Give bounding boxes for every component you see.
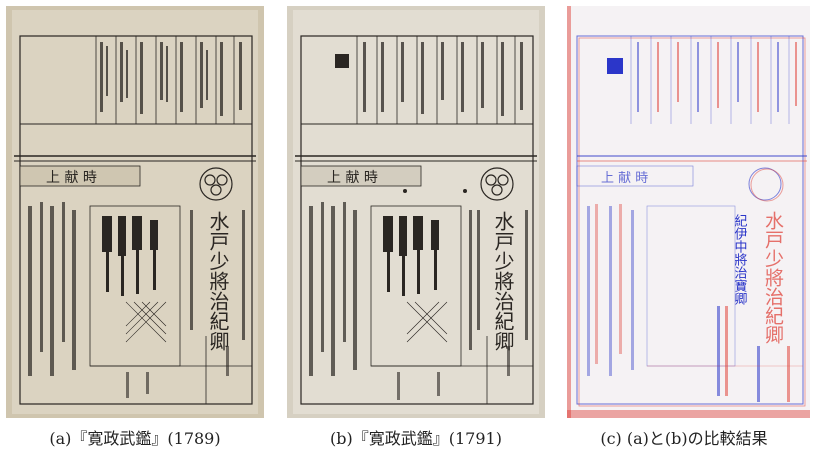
panel-b-page-scan: 上 献 時 <box>287 6 545 418</box>
page-a-illustration: 上 献 時 <box>6 6 264 418</box>
black-box-mark <box>335 54 349 68</box>
header-text: 上 献 時 <box>327 170 378 186</box>
main-title: 水戸少將治紀卿 <box>491 211 515 351</box>
caption-a: (a)『寛政武鑑』(1789) <box>49 429 221 448</box>
caption-c: (c) (a)と(b)の比較結果 <box>600 429 768 448</box>
page-c-illustration: 上 献 時 紀伊中將治寶卿 水戸少將治紀卿 <box>567 6 810 418</box>
crest-emblem <box>199 167 233 201</box>
diff-box-mark <box>607 58 623 74</box>
panel-c-diff-overlay: 上 献 時 紀伊中將治寶卿 水戸少將治紀卿 <box>567 6 810 418</box>
panel-a-page-scan: 上 献 時 <box>6 6 264 418</box>
caption-b: (b)『寛政武鑑』(1791) <box>330 429 502 448</box>
header-text: 上 献 時 <box>601 171 648 186</box>
main-title: 水戸少將治紀卿 <box>206 211 230 351</box>
page-b-illustration: 上 献 時 <box>287 6 545 418</box>
crest-emblem <box>480 167 514 201</box>
diff-stamp-text: 紀伊中將治寶卿 <box>732 214 748 306</box>
main-title: 水戸少將治紀卿 <box>762 211 784 344</box>
header-text: 上 献 時 <box>46 170 97 186</box>
crest-emblem <box>748 167 784 202</box>
